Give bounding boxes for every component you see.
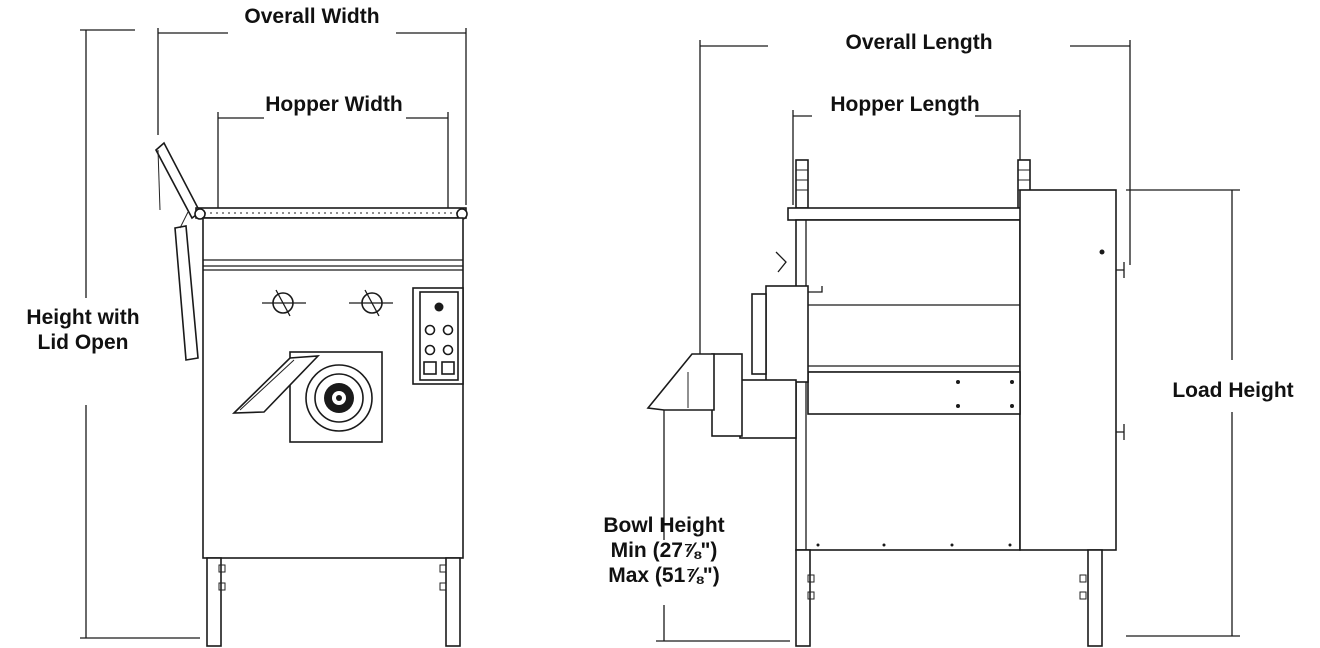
overall-width-label: Overall Width <box>244 5 380 28</box>
bowl-height-max: Max (51⅞") <box>608 564 720 587</box>
valve-left <box>262 289 306 317</box>
bowl-height-line1: Bowl Height <box>603 514 725 537</box>
hopper-length-label: Hopper Length <box>830 93 980 116</box>
side-view <box>646 40 1240 647</box>
side-grinder-head <box>646 251 809 439</box>
bowl-height-label: Bowl Height Min (27⅞") Max (51⅞") <box>576 513 752 588</box>
height-lid-open-line1: Height with <box>26 306 140 329</box>
gas-strut <box>174 225 199 361</box>
bottom-rivets <box>816 543 1012 547</box>
side-hopper-rim <box>787 207 1033 221</box>
bowl-height-min: Min (27⅞") <box>610 539 718 562</box>
front-view <box>80 28 468 647</box>
lid-arm <box>154 141 202 220</box>
hopper-posts <box>795 159 1031 209</box>
hopper-width-label: Hopper Width <box>265 93 403 116</box>
load-height-label: Load Height <box>1172 379 1294 402</box>
height-lid-open-label: Height with Lid Open <box>0 305 166 355</box>
grinder-outlet <box>231 351 383 443</box>
control-panel <box>412 287 464 385</box>
side-knobs <box>1116 262 1125 440</box>
height-lid-open-line2: Lid Open <box>37 331 129 354</box>
side-legs <box>795 549 1103 647</box>
overall-length-label: Overall Length <box>845 31 993 54</box>
valve-right <box>349 289 393 317</box>
front-legs <box>206 557 461 647</box>
lid-arm-link <box>157 149 161 211</box>
side-cabinet <box>1019 189 1117 551</box>
